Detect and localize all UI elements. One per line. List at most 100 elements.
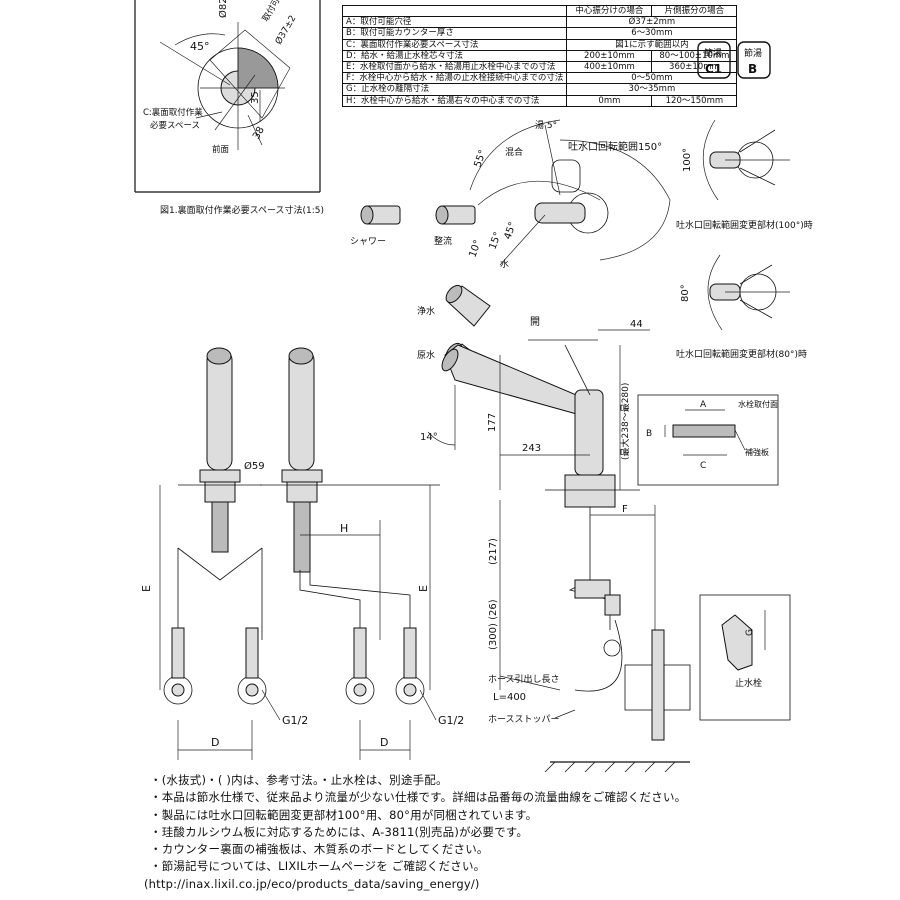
spec-row-center: 6～30mm	[566, 27, 738, 40]
spec-row-label: H：水栓中心から給水・給湯右々の中心までの寸法	[341, 94, 568, 107]
front-thread-left: G1/2	[282, 714, 308, 727]
fig1-dim-35: 35	[250, 91, 261, 104]
spec-row-center: 400±10mm	[566, 60, 653, 74]
spec-row-label: B：取付可能カウンター厚さ	[341, 27, 568, 40]
spray-straight-label: 整流	[434, 235, 452, 247]
note-line: ・珪酸カルシウム板に対応するためには、A-3811(別売品)が必要です。	[150, 824, 529, 839]
fig1-diameter: Ø82	[217, 0, 229, 18]
counter-detail: A B C 水栓取付面 補強板	[637, 394, 779, 486]
fig1-caption: 図1.裏面取付作業必要スペース寸法(1:5)	[160, 204, 324, 216]
fig1-front-label: 前面	[212, 144, 230, 155]
counter-C: C	[700, 461, 706, 471]
fig1-space-line2: 必要スペース	[150, 120, 200, 131]
spray-modes: シャワー 整流	[350, 205, 476, 247]
rotation-100-angle: 100°	[682, 148, 693, 172]
handle-angle-diagram: 湯 5° 混合 55° 10° 15° 45° 水 吐水口回転範囲150°	[467, 119, 671, 270]
side-dim-F: F	[622, 504, 628, 515]
valve-G: G	[745, 629, 755, 636]
spec-row-side: 120～150mm	[651, 94, 738, 107]
note-line: ・本品は節水仕様で、従来品より流量が少ない仕様です。詳細は品番毎の流量曲線をご確…	[150, 790, 687, 805]
spec-row-center: 0mm	[566, 94, 653, 107]
counter-plate-label: 補強板	[745, 447, 769, 457]
rotation-80-angle: 80°	[680, 284, 691, 302]
side-hose-length-label: ホース引出し長さ	[488, 673, 560, 685]
spec-header-side: 片側振分の場合	[651, 4, 738, 18]
front-dia-59: Ø59	[244, 460, 265, 472]
side-dim-26: (300) (26)	[488, 599, 499, 650]
side-hose-L: L=400	[493, 692, 526, 703]
counter-mount-label: 水栓取付面	[738, 399, 778, 409]
valve-stop-label: 止水栓	[735, 677, 762, 689]
head-purified-label: 浄水	[417, 305, 435, 317]
front-dim-D-right: D	[380, 736, 388, 749]
note-url[interactable]: (http://inax.lixil.co.jp/eco/products_da…	[144, 876, 480, 891]
angle-10: 10°	[467, 239, 483, 259]
note-line: ・(水抜式)・( )内は、参考寸法。・止水栓は、別途手配。	[150, 773, 448, 787]
badge-b-text: 節湯	[744, 47, 762, 59]
side-hose-stopper-label: ホースストッパー	[488, 714, 560, 725]
notes-block: ・(水抜式)・( )内は、参考寸法。・止水栓は、別途手配。 ・本品は節水仕様で、…	[144, 772, 870, 893]
spec-row-label: A：取付可能穴径	[341, 16, 568, 29]
front-dim-H: H	[340, 522, 348, 535]
side-open-label: 開	[530, 316, 540, 328]
spec-header-label	[341, 4, 568, 18]
fig1-angle: 45°	[190, 40, 210, 53]
front-dim-E-right: E	[417, 585, 430, 592]
note-line: ・製品には吐水口回転範囲変更部材100°用、80°用が同梱されています。	[150, 807, 538, 822]
spec-row-side: 80～100±10mm	[651, 49, 738, 62]
spec-row-center: 200±10mm	[566, 49, 653, 62]
spec-row-label: G：止水栓の離隔寸法	[341, 83, 568, 96]
spec-row: C：裏面取付作業必要スペース寸法図1に示す範囲以内	[341, 38, 738, 51]
rotation-80: 80° 吐水口回転範囲変更部材(80°)時	[676, 254, 807, 360]
side-dim-243: 243	[522, 443, 541, 454]
angle-55: 55°	[472, 149, 488, 169]
front-thread-right: G1/2	[438, 714, 464, 727]
angle-15: 15°	[487, 231, 503, 251]
spec-row-side: 360±10mm	[651, 60, 738, 74]
angle-cold: 水	[500, 258, 509, 270]
counter-B: B	[646, 429, 652, 439]
spec-row-label: D：給水・給湯止水栓芯々寸法	[341, 49, 568, 62]
spec-row-label: E：水栓取付面から給水・給湯用止水栓中心までの寸法	[341, 60, 568, 74]
spout-range-label: 吐水口回転範囲150°	[568, 140, 662, 153]
fig1-hole-diameter: Ø37±2	[273, 13, 298, 46]
front-dim-E-left: E	[140, 585, 153, 592]
rotation-100-label: 吐水口回転範囲変更部材(100°)時	[676, 219, 813, 231]
badge-b-code: B	[748, 62, 757, 76]
spec-row-center: 0～50mm	[566, 72, 738, 85]
spec-header-row: 中心振分けの場合 片側振分の場合	[341, 4, 738, 18]
front-elevation: Ø59 E E H D D G1/2 G1/2	[140, 347, 464, 760]
fig1-space-line1: C:裏面取付作業	[143, 107, 203, 118]
angle-45: 45°	[502, 221, 518, 241]
side-dim-44: 44	[630, 319, 643, 330]
side-dim-177: 177	[487, 413, 498, 432]
spec-row-center: Ø37±2mm	[566, 16, 738, 29]
figure1-mounting-space: 45° Ø82 取付可能穴 Ø37±2 35 38 C:裏面取付作業 必要スペー…	[134, 0, 324, 216]
spec-header-center: 中心振分けの場合	[566, 4, 653, 18]
side-dim-217: (217)	[488, 538, 499, 565]
spec-row-center: 図1に示す範囲以内	[566, 38, 738, 51]
note-line: ・カウンター裏面の補強板は、木質系のボードとしてください。	[150, 842, 489, 857]
angle-hot: 湯 5°	[535, 120, 557, 131]
spray-shower-label: シャワー	[350, 237, 386, 247]
counter-A: A	[700, 400, 707, 410]
spec-row-center: 30～35mm	[566, 83, 738, 96]
head-raw-label: 原水	[417, 349, 435, 361]
rotation-80-label: 吐水口回転範囲変更部材(80°)時	[676, 348, 807, 360]
note-line: ・節湯記号については、LIXILホームページを ご確認ください。	[150, 859, 486, 874]
side-angle-14: 14°	[420, 432, 438, 443]
front-dim-D-left: D	[211, 736, 219, 749]
spec-row-label: C：裏面取付作業必要スペース寸法	[341, 38, 568, 51]
stop-valve-detail: G 止水栓	[544, 594, 791, 773]
angle-mix: 混合	[505, 146, 523, 158]
side-elevation: 開 44 177 243 (最大238～最280) 14° (217) (300…	[420, 316, 656, 725]
